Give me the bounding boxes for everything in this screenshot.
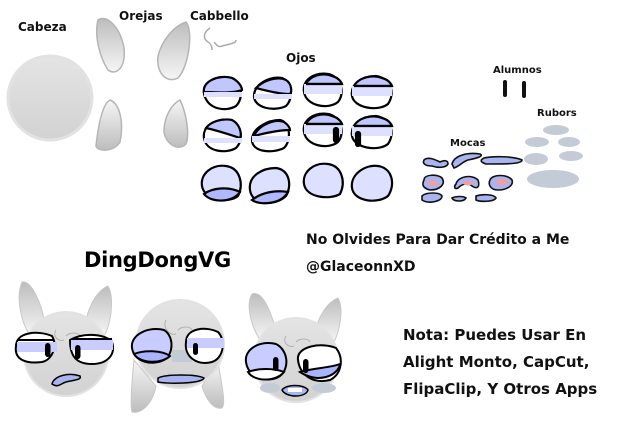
eye-sheet	[200, 72, 394, 205]
credit-line-1: No Olvides Para Dar Crédito a Me	[306, 232, 570, 248]
pupil-icon	[354, 130, 362, 148]
circle-head-icon	[6, 54, 94, 142]
label-blush: Rubors	[537, 108, 577, 119]
hair-tuft-icon	[203, 27, 237, 51]
eye-shape-icon	[250, 118, 292, 153]
eye-shape-icon	[350, 114, 394, 150]
blush-icon	[524, 125, 583, 188]
ear-shape-icon	[95, 17, 191, 151]
character-example-3	[244, 293, 342, 403]
note-line-1: Nota: Puedes Usar En	[403, 326, 587, 344]
eye-shape-icon	[248, 166, 291, 205]
pupil-icon	[332, 126, 340, 144]
eye-shape-icon	[202, 75, 244, 111]
eye-shape-icon	[350, 74, 394, 110]
note-line-3: FlipaClip, Y Otros Apps	[403, 380, 598, 398]
label-mouths: Mocas	[450, 138, 486, 149]
note-line-2: Alight Monto, CapCut,	[403, 353, 590, 371]
eye-shape-icon	[302, 162, 344, 199]
character-example-2	[130, 299, 225, 413]
eye-shape-icon	[200, 164, 242, 202]
mouth-icon	[421, 152, 523, 203]
eye-shape-icon	[252, 76, 293, 110]
label-pupils: Alumnos	[493, 65, 542, 76]
label-hair: Cabbello	[190, 9, 249, 23]
eye-shape-icon	[350, 164, 394, 202]
page-title: DingDongVG	[84, 248, 231, 272]
eye-shape-icon	[202, 118, 242, 153]
eye-shape-icon	[302, 72, 344, 108]
eye-shape-icon	[302, 112, 344, 148]
credit-handle: @GlaceonnXD	[306, 259, 416, 275]
pupil-icon	[503, 80, 526, 98]
character-example-1	[14, 281, 114, 397]
label-eyes: Ojos	[286, 51, 316, 65]
label-head: Cabeza	[18, 20, 67, 34]
note-text: Nota: Puedes Usar En Alight Monto, CapCu…	[403, 322, 597, 403]
label-ears: Orejas	[119, 9, 163, 23]
